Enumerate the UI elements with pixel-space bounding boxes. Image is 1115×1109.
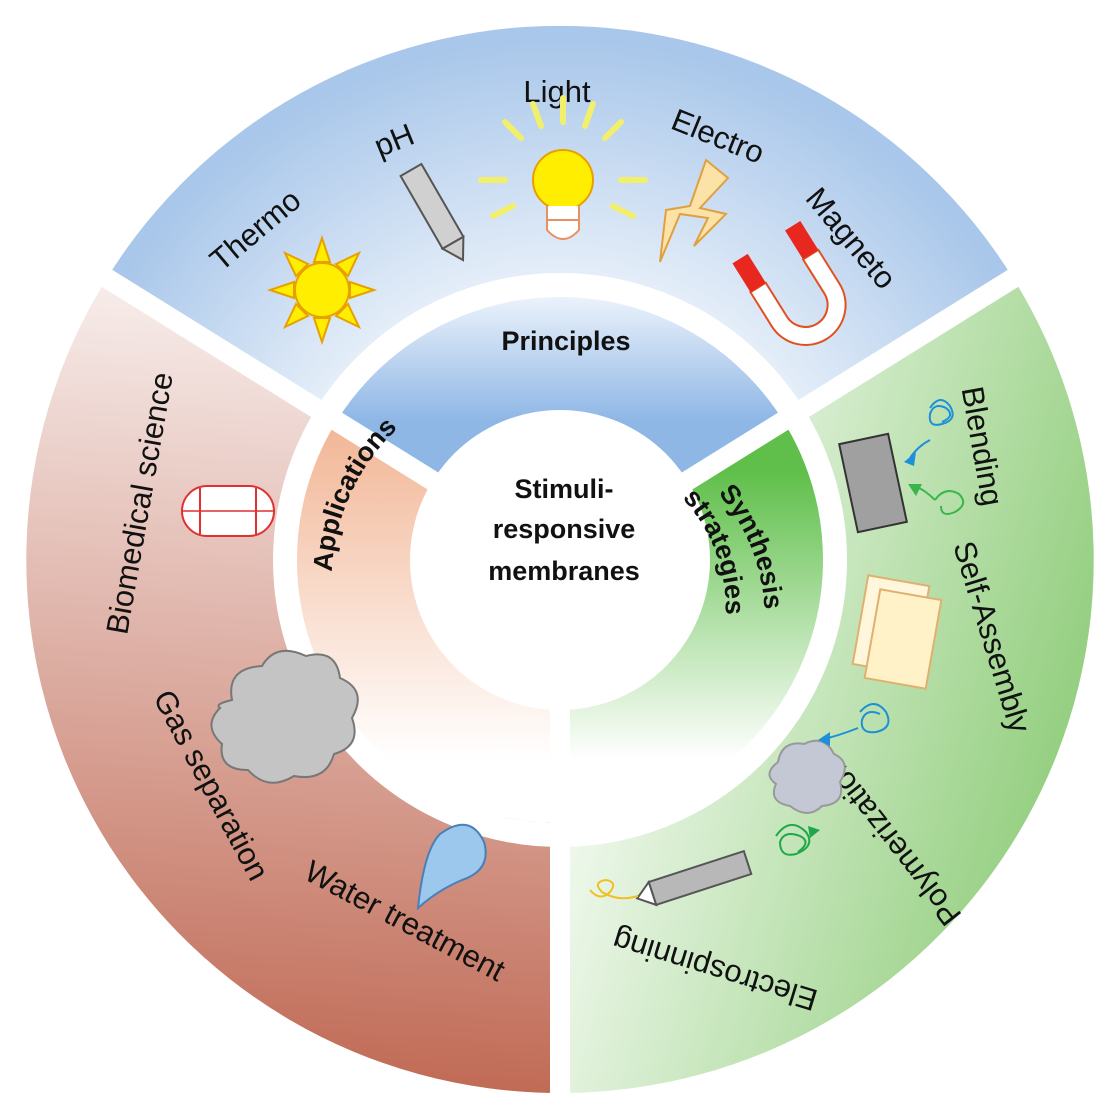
principles-label: Principles xyxy=(501,326,630,356)
center-label-line3: membranes xyxy=(488,556,640,586)
light-bulb-icon xyxy=(478,95,648,240)
thermo-sun-icon xyxy=(266,234,378,346)
center-label-line1: Stimuli- xyxy=(515,474,614,504)
self-assembly-layers-icon xyxy=(851,574,943,690)
center-circle xyxy=(410,410,710,710)
polymerization-icon xyxy=(768,703,890,856)
outer-inner-gap xyxy=(273,273,847,847)
electrospinning-icon xyxy=(589,849,753,907)
magnet-icon xyxy=(732,221,847,346)
center-label: Stimuli- responsive membranes xyxy=(488,474,640,586)
electro-lightning-icon xyxy=(659,158,730,263)
ph-probe-icon xyxy=(399,162,465,262)
center-label-line2: responsive xyxy=(493,514,636,544)
capsule-icon xyxy=(181,485,275,537)
gas-cloud-icon xyxy=(210,649,359,784)
water-droplet-icon xyxy=(416,823,487,911)
blending-icon xyxy=(838,399,965,534)
